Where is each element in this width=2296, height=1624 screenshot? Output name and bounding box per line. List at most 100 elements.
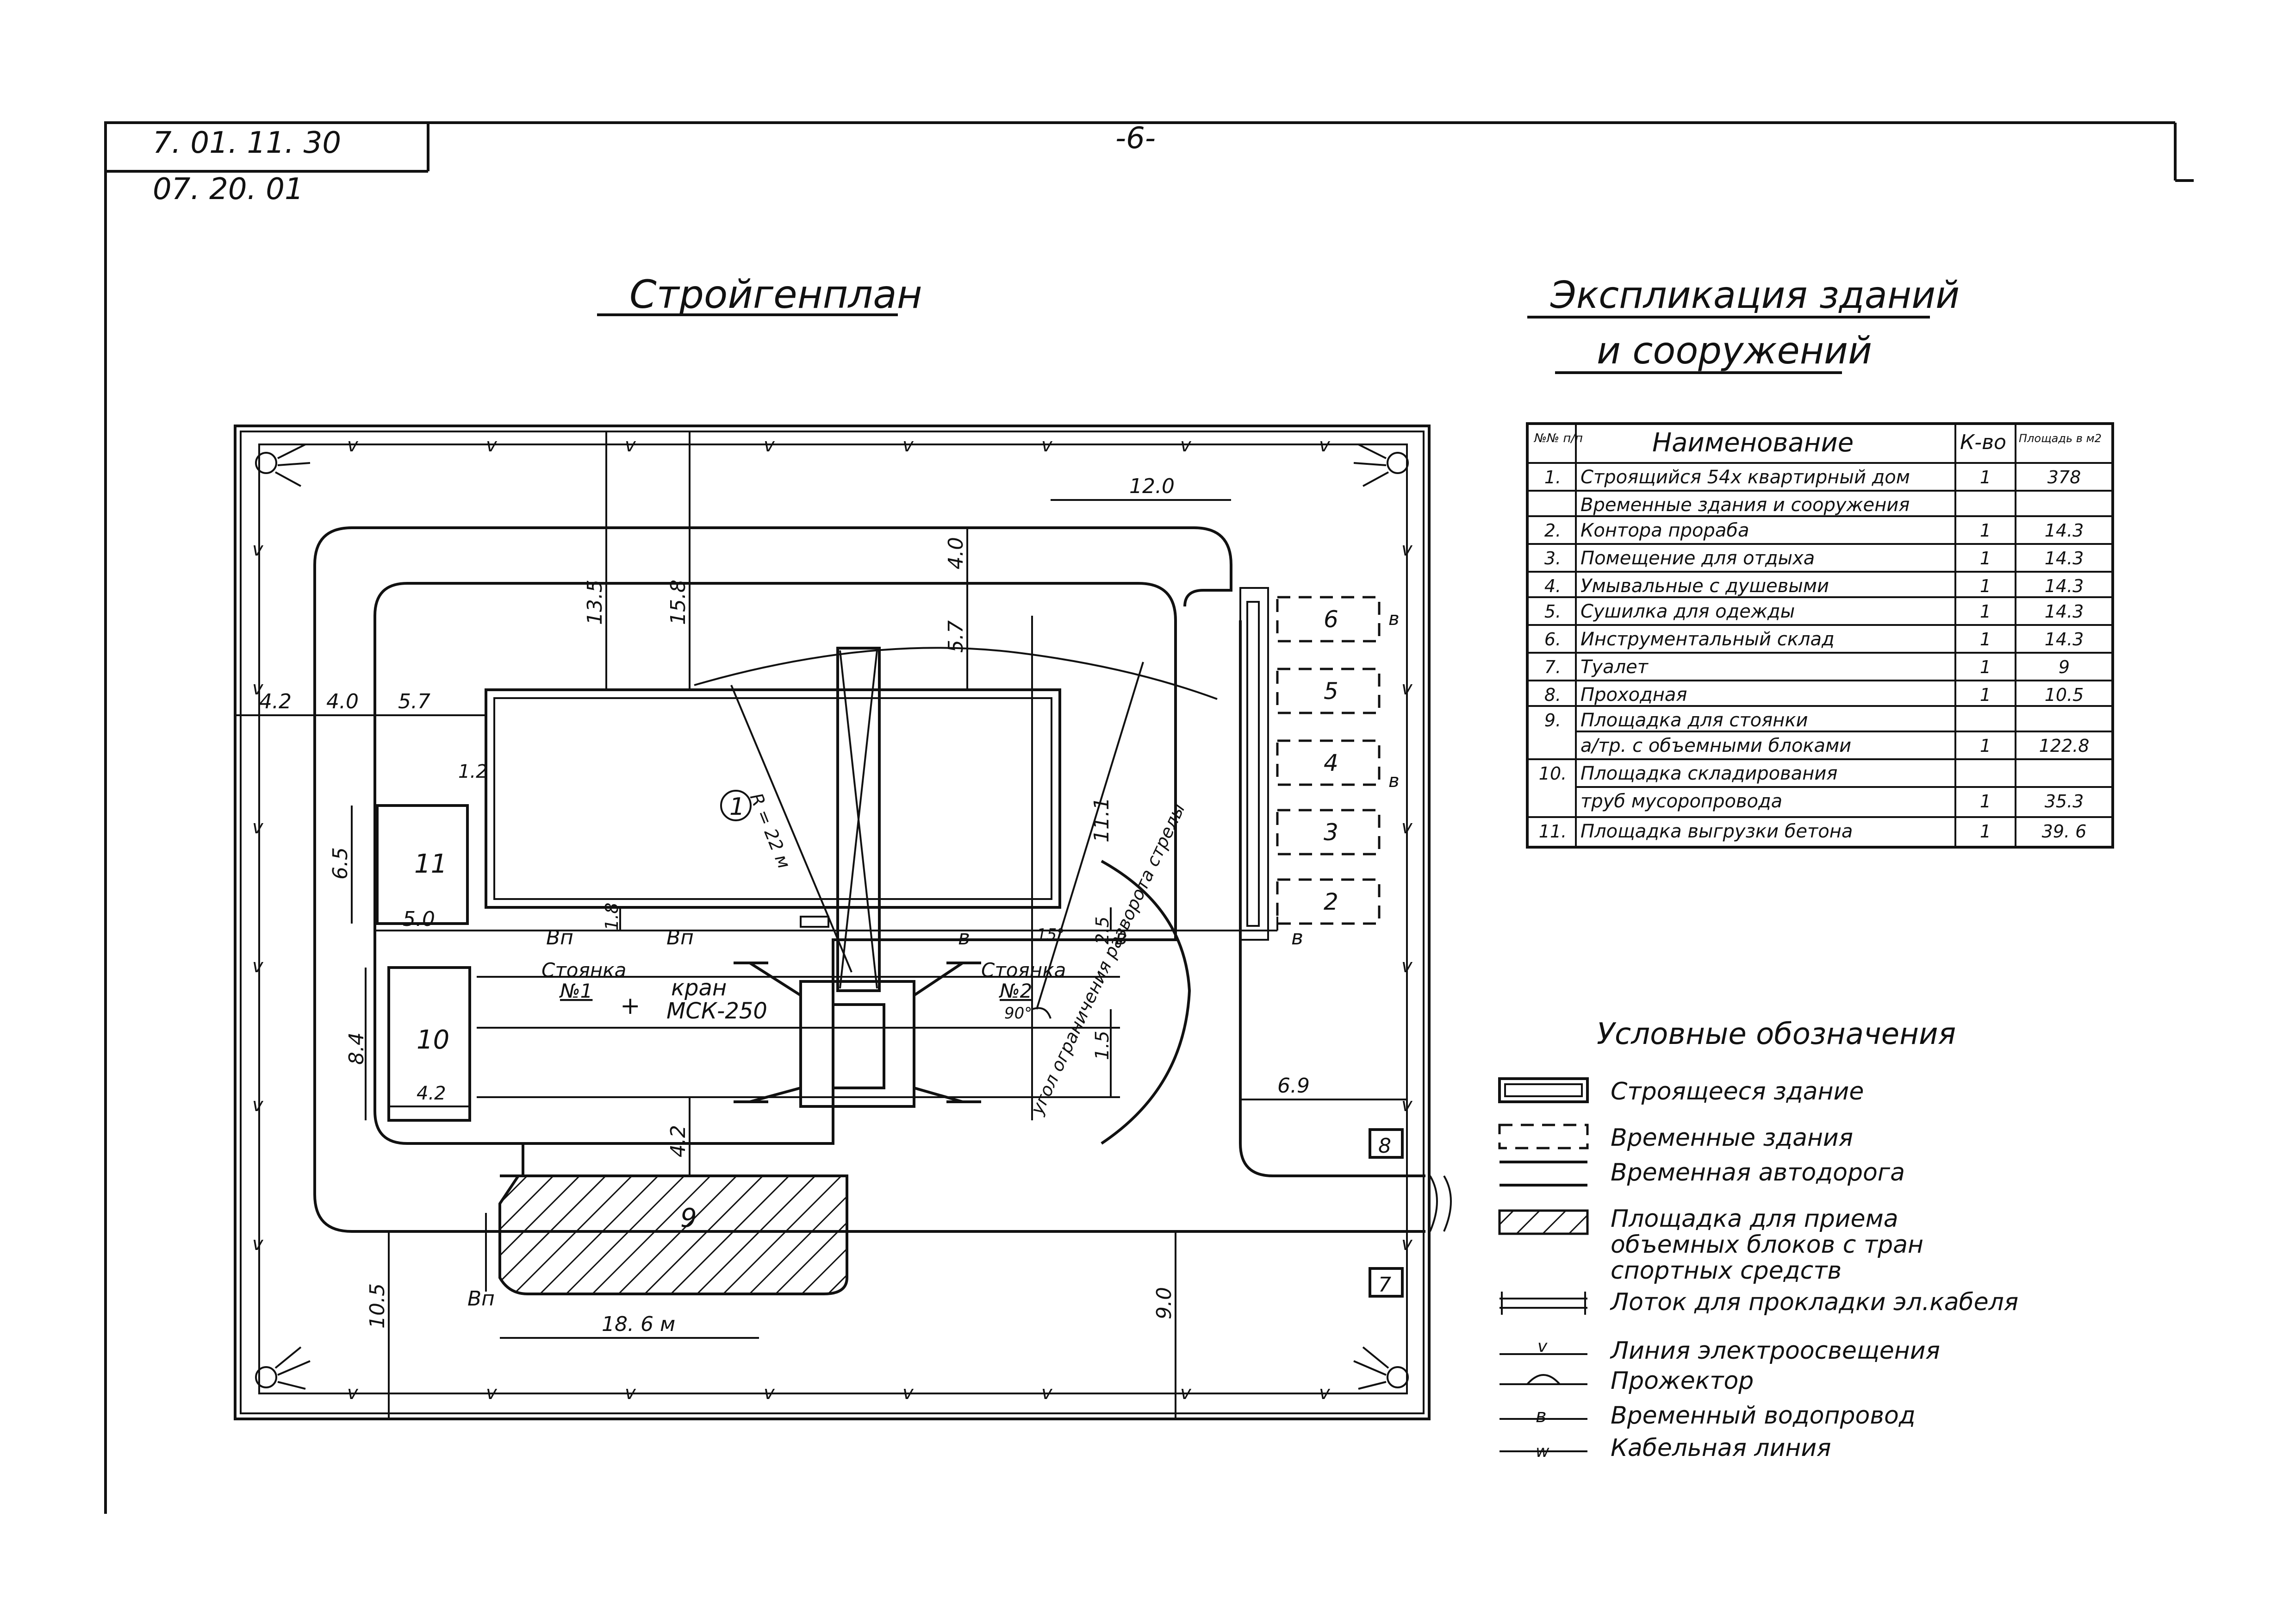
dim-4-2: 4.2 bbox=[259, 690, 292, 713]
dim-5-0: 5.0 bbox=[403, 907, 435, 931]
table-cell-area: 14.3 bbox=[2045, 576, 2084, 596]
table-cell-name: Площадка выгрузки бетона bbox=[1580, 821, 1853, 842]
table-cell-no: 1. bbox=[1544, 467, 1561, 487]
slew-limit-line bbox=[1036, 662, 1144, 1010]
svg-text:v: v bbox=[764, 435, 775, 456]
dim-5-7-top: 5.7 bbox=[944, 620, 968, 653]
temporary-buildings bbox=[1276, 596, 1381, 925]
floodlight-icon bbox=[255, 443, 311, 487]
area-10 bbox=[387, 966, 471, 1122]
explication-title-1: Экспликация зданий bbox=[1550, 274, 1960, 317]
legend-label-water-pipe: Временный водопровод bbox=[1611, 1402, 1916, 1430]
parking-1-number: №1 bbox=[559, 980, 592, 1002]
building-under-construction-icon bbox=[1498, 1077, 1589, 1103]
area-11 bbox=[376, 804, 469, 925]
legend-label-temporary-road: Временная автодорога bbox=[1611, 1159, 1905, 1187]
table-cell-name: Инструментальный склад bbox=[1580, 629, 1835, 650]
table-cell-qty: 1 bbox=[1980, 736, 1991, 756]
dim-1-8: 1.8 bbox=[602, 903, 622, 931]
svg-text:v: v bbox=[252, 956, 264, 977]
crane-centre-mark: + bbox=[620, 992, 641, 1020]
legend-w-symbol: w bbox=[1536, 1442, 1549, 1461]
building-7-label: 7 bbox=[1378, 1273, 1391, 1297]
table-cell-area: 35.3 bbox=[2045, 791, 2084, 812]
svg-text:v: v bbox=[902, 435, 914, 456]
table-cell-name: Временные здания и сооружения bbox=[1580, 494, 1910, 516]
building-7 bbox=[1369, 1267, 1404, 1298]
dim-4-0-left: 4.0 bbox=[326, 690, 359, 713]
table-cell-area: 14.3 bbox=[2045, 601, 2084, 622]
building-5-label: 5 bbox=[1324, 678, 1338, 705]
dim-8-4: 8.4 bbox=[345, 1032, 368, 1065]
sheet-code-2: 07. 20. 01 bbox=[153, 172, 304, 206]
dim-6-5: 6.5 bbox=[329, 847, 352, 880]
legend-label-building-under-construction: Строящееся здание bbox=[1611, 1078, 1864, 1106]
svg-text:v: v bbox=[1401, 956, 1413, 977]
entrance-gate bbox=[1443, 1175, 1452, 1232]
table-header-no: №№ п/п bbox=[1533, 431, 1583, 445]
svg-text:v: v bbox=[1041, 435, 1053, 456]
svg-text:v: v bbox=[347, 435, 359, 456]
table-cell-name: Площадка складирования bbox=[1580, 763, 1837, 784]
radius-label: R = 22 м bbox=[746, 790, 795, 872]
label-v-3: в bbox=[1291, 926, 1303, 949]
crane-track bbox=[477, 976, 1120, 1098]
crane-label: кран bbox=[671, 975, 727, 1001]
label-v-2: в bbox=[1115, 926, 1127, 949]
svg-text:v: v bbox=[252, 1094, 264, 1116]
legend-label-floodlight: Прожектор bbox=[1611, 1367, 1754, 1395]
area-11-label: 11 bbox=[414, 849, 447, 879]
building-4-label: 4 bbox=[1324, 750, 1338, 776]
table-header-qty: К-во bbox=[1960, 431, 2006, 454]
table-cell-area: 14.3 bbox=[2045, 520, 2084, 541]
label-vp-1: Вп bbox=[546, 926, 573, 949]
dim-10-5: 10.5 bbox=[366, 1283, 389, 1329]
sheet-frame bbox=[104, 121, 2194, 1514]
svg-text:v: v bbox=[1041, 1382, 1053, 1404]
svg-text:v: v bbox=[1401, 1233, 1413, 1255]
table-cell-no: 3. bbox=[1544, 548, 1561, 568]
svg-text:v: v bbox=[1401, 817, 1413, 838]
crane-reach-arc bbox=[694, 647, 1218, 700]
table-cell-area: 39. 6 bbox=[2042, 821, 2087, 842]
table-cell-no: 10. bbox=[1539, 763, 1567, 784]
svg-text:v: v bbox=[625, 1382, 636, 1404]
table-cell-name: Помещение для отдыха bbox=[1580, 548, 1815, 569]
svg-text:v: v bbox=[347, 1382, 359, 1404]
dim-6-9: 6.9 bbox=[1277, 1074, 1310, 1098]
table-cell-no: 9. bbox=[1544, 710, 1561, 731]
svg-text:v: v bbox=[1401, 1094, 1413, 1116]
table-cell-qty: 1 bbox=[1980, 548, 1991, 568]
table-cell-area: 14.3 bbox=[2045, 548, 2084, 568]
table-cell-qty: 1 bbox=[1980, 629, 1991, 650]
dim-4-2-area10: 4.2 bbox=[417, 1083, 446, 1104]
parking-1-label: Стоянка bbox=[541, 959, 626, 981]
dim-1-5: 1.5 bbox=[1092, 1031, 1113, 1060]
table-cell-area: 10.5 bbox=[2045, 685, 2084, 705]
crane-radius-line bbox=[730, 685, 852, 973]
building-1 bbox=[485, 688, 1061, 909]
svg-text:v: v bbox=[1401, 539, 1413, 560]
table-cell-qty: 1 bbox=[1980, 657, 1991, 677]
angle-90-label: 90° bbox=[1004, 1004, 1032, 1023]
table-cell-no: 6. bbox=[1544, 629, 1561, 650]
sheet-code-1: 7. 01. 11. 30 bbox=[153, 126, 341, 160]
table-cell-name: Проходная bbox=[1580, 684, 1687, 706]
table-cell-name: Контора прораба bbox=[1580, 520, 1749, 541]
table-cell-qty: 1 bbox=[1980, 601, 1991, 622]
plan-title: Стройгенплан bbox=[629, 272, 922, 317]
area-9-label: 9 bbox=[680, 1203, 697, 1233]
dim-11-1: 11.1 bbox=[1090, 797, 1114, 843]
svg-text:v: v bbox=[625, 435, 636, 456]
table-cell-qty: 1 bbox=[1980, 520, 1991, 541]
building-3-label: 3 bbox=[1324, 819, 1338, 846]
legend-v-symbol: v bbox=[1537, 1337, 1548, 1356]
legend-label-temporary-building: Временные здания bbox=[1611, 1124, 1853, 1152]
table-cell-no: 11. bbox=[1539, 821, 1567, 842]
table-cell-qty: 1 bbox=[1980, 685, 1991, 705]
water-pipe bbox=[375, 917, 1278, 931]
page-number: -6- bbox=[1115, 121, 1156, 156]
